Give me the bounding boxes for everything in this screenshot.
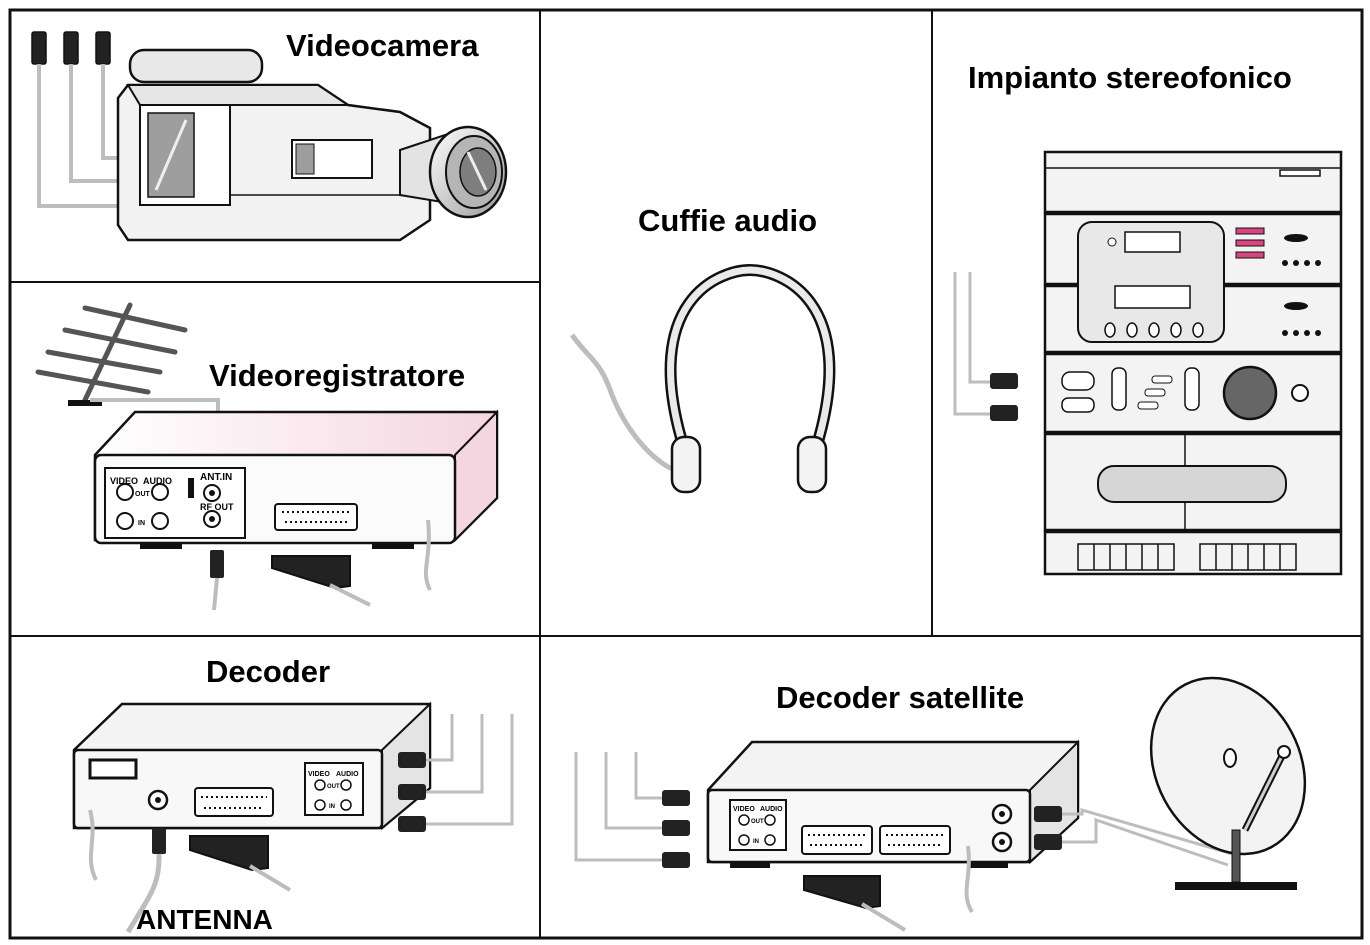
vcr-label-video: VIDEO — [110, 476, 138, 486]
satellite-decoder-illustration: VIDEO AUDIO OUT IN — [574, 676, 1307, 932]
satdec-label-in: IN — [753, 839, 759, 845]
stereo-display — [1077, 221, 1225, 343]
vcr-label-in: IN — [138, 520, 145, 527]
title-vcr: Videoregistratore — [209, 358, 466, 393]
camera-cables — [37, 64, 128, 208]
vcr-label-ant-in: ANT.IN — [200, 472, 232, 483]
title-headphones: Cuffie audio — [638, 203, 818, 238]
decoder-illustration: VIDEO AUDIO OUT IN — [72, 701, 514, 934]
decoder-label-video: VIDEO — [308, 771, 330, 778]
satdec-label-audio: AUDIO — [760, 806, 783, 813]
title-stereo-system: Impianto stereofonico — [968, 60, 1292, 95]
satellite-dish-icon — [1149, 676, 1307, 890]
title-videocamera: Videocamera — [286, 28, 479, 63]
stereo-volume-knob — [1222, 365, 1278, 421]
decoder-label-out: OUT — [327, 784, 340, 790]
headphones-left-earcup — [670, 435, 702, 494]
headphones-illustration — [569, 263, 836, 494]
headphones-right-earcup — [796, 435, 828, 494]
vcr-illustration: VIDEO AUDIO OUT IN ANT.IN RF OUT — [35, 302, 499, 611]
vcr-label-audio: AUDIO — [143, 476, 172, 486]
stereo-pink-buttons — [1235, 227, 1265, 259]
camera-plug-connectors — [31, 31, 111, 65]
videocamera-illustration — [31, 31, 508, 242]
vcr-label-out: OUT — [135, 491, 151, 498]
decoder-label-in: IN — [329, 804, 335, 810]
satdec-label-out: OUT — [751, 819, 764, 825]
decoder-label-audio: AUDIO — [336, 771, 359, 778]
stereo-illustration — [953, 150, 1343, 576]
label-antenna: ANTENNA — [136, 904, 273, 935]
satdec-label-video: VIDEO — [733, 806, 755, 813]
camera-handle — [128, 48, 264, 84]
title-decoder: Decoder — [206, 654, 331, 689]
decoder-scart-socket — [194, 787, 274, 817]
vcr-scart-socket — [274, 503, 358, 531]
title-satellite-decoder: Decoder satellite — [776, 680, 1025, 715]
vcr-label-rf-out: RF OUT — [200, 502, 234, 512]
panel-grid — [8, 8, 1364, 940]
antenna-icon — [35, 302, 188, 403]
